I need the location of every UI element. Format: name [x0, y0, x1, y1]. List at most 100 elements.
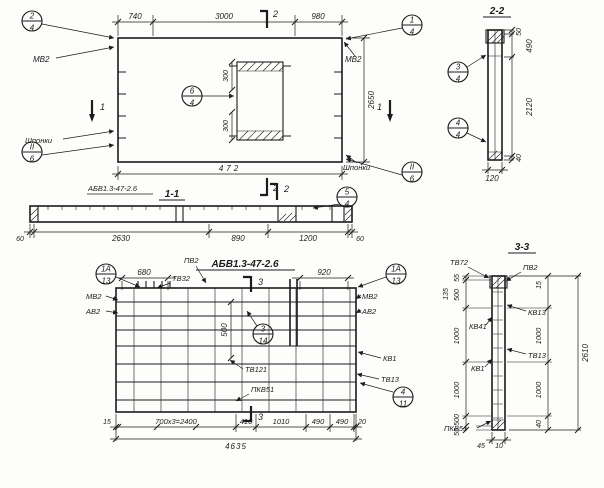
dim-2610: 2610	[581, 344, 590, 363]
dim-490a: 490	[312, 417, 325, 426]
dim-40: 40	[516, 154, 523, 162]
rebar-title: АБВ1.3-47-2.6	[210, 259, 279, 270]
callout-II-6-left: II 6	[21, 141, 115, 164]
dim-300-top: 300	[223, 70, 230, 82]
callout-den: 4	[190, 99, 195, 108]
label-pkv51: ПКВ51	[251, 385, 274, 394]
callout-den: 6	[30, 155, 35, 164]
dim-1000-c: 1000	[534, 327, 543, 345]
callout-leader	[357, 276, 387, 288]
callout-leader	[345, 27, 403, 41]
mesh-outline	[115, 287, 357, 413]
strip-outline	[29, 205, 353, 223]
mv2-right2-leader	[355, 294, 362, 300]
label-tv13: ТВ13	[381, 375, 400, 384]
keyway-ticks	[118, 71, 342, 139]
label-mv2-right2: МВ2	[362, 292, 378, 301]
section-3-3-total-dim-ticks	[574, 272, 582, 434]
callout-1-4: 1 4	[345, 14, 423, 41]
dim-55-top: 55	[454, 274, 461, 282]
dim-2120: 2120	[525, 98, 534, 117]
mesh-vertical-bars	[133, 288, 351, 412]
callout-leader	[115, 276, 141, 288]
dim-60-left: 60	[16, 236, 24, 243]
dim-890: 890	[231, 234, 245, 243]
section-2-2-bottom-hatch	[488, 150, 503, 161]
callout-num: II	[410, 163, 415, 172]
section-2-2-top-hatch	[486, 30, 505, 44]
av2-right-leader	[355, 308, 362, 314]
section-3-3-right-dim-ticks	[544, 272, 552, 434]
section-3-3-member	[491, 275, 506, 431]
callout-num: 4	[456, 119, 461, 128]
callout-4-4: 4 4	[447, 117, 487, 143]
label-tv121: ТВ121	[245, 365, 267, 374]
dim-980: 980	[311, 12, 325, 21]
callout-4-11: 4 11	[359, 381, 414, 409]
dim-55-bottom: 55	[454, 428, 461, 436]
section-3-3-total-extensions	[509, 275, 581, 431]
dim-500-top: 500	[454, 289, 461, 301]
kv1-leader	[357, 350, 382, 359]
label-kv13: КВ13	[528, 308, 547, 317]
callout-den: 4	[345, 200, 350, 209]
callout-num: 6	[190, 87, 195, 96]
callout-II-6-right: II 6	[345, 157, 423, 184]
callout-den: 11	[399, 400, 407, 409]
strip-posts	[37, 206, 345, 222]
dim-20: 20	[357, 419, 366, 426]
label-mv2-left2: МВ2	[86, 292, 102, 301]
plan-view: 740 3000 980 2650 472 300 300 2 2 1 1 МВ…	[21, 9, 423, 197]
label-shponki-right: Шпонки	[343, 163, 371, 172]
section2-marker-top	[260, 9, 269, 28]
section2-marker-mid-label: 2	[283, 184, 289, 194]
callout-num: 4	[401, 388, 406, 397]
callout-num: 3	[261, 325, 266, 334]
section-2-2-dim-ticks	[508, 26, 516, 164]
dim-4635: 4635	[225, 442, 247, 451]
dim-2630: 2630	[111, 234, 130, 243]
section1-marker-right-arrow	[387, 114, 393, 122]
callout-leader	[246, 310, 258, 327]
callout-num: 3	[456, 63, 461, 72]
dim-10: 10	[495, 443, 503, 450]
callout-leader	[466, 54, 487, 68]
section3-marker-bottom-label: 3	[258, 412, 263, 422]
label-kv1-33: КВ1	[471, 364, 485, 373]
dim-15-33: 15	[536, 281, 543, 289]
label-mv2-left: МВ2	[33, 55, 50, 64]
dim-920: 920	[317, 268, 331, 277]
callout-3-14: 3 14	[246, 310, 274, 346]
callout-den: 4	[410, 28, 415, 37]
section-3-3-bottom-dim-ticks	[488, 436, 509, 444]
callout-num: II	[30, 143, 35, 152]
kv1-33-leader	[484, 358, 493, 368]
callout-den: 14	[259, 337, 268, 346]
section-3-3-right-extensions	[507, 307, 552, 417]
mesh-horizontal-bars	[116, 301, 356, 401]
label-tv32: ТВ32	[172, 274, 191, 283]
label-mv2-right: МВ2	[345, 55, 362, 64]
dim-3000: 3000	[215, 12, 233, 21]
dim-1200: 1200	[299, 234, 317, 243]
section-3-3-left-extensions	[462, 275, 491, 431]
label-pv2: ПВ2	[184, 256, 199, 265]
section-3-3-top-hatch	[490, 276, 507, 289]
opening-hatch	[238, 61, 284, 141]
label-av2-left: АВ2	[85, 307, 101, 316]
callout-num: 5	[345, 188, 350, 197]
section-3-3-bottom-hatch	[492, 419, 506, 430]
callout-den: 4	[30, 24, 35, 33]
callout-den: 4	[456, 75, 461, 84]
section1-marker-left-arrow	[89, 114, 95, 122]
section3-marker-top	[243, 275, 253, 292]
callout-5-4: 5 4	[312, 186, 358, 210]
callout-3-4: 3 4	[447, 54, 487, 84]
callout-2-4: 2 4	[21, 10, 115, 40]
label-tv13-33: ТВ13	[528, 351, 547, 360]
dim-500: 500	[220, 323, 229, 337]
dim-1000-d: 1000	[534, 381, 543, 399]
pv2-leader	[195, 265, 207, 284]
dim-700x3: 700х3=2400	[155, 417, 197, 426]
callout-leader	[312, 203, 341, 210]
